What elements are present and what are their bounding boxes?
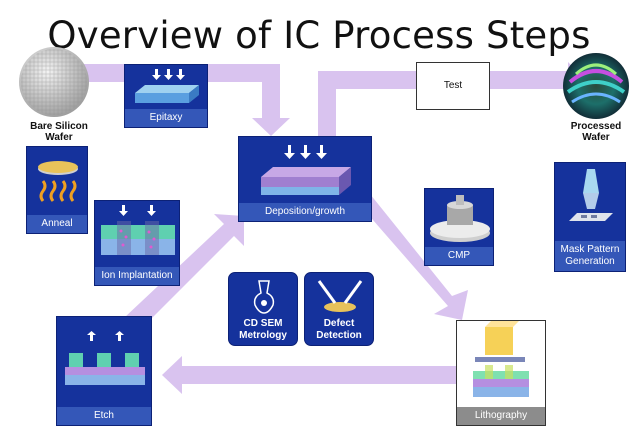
cd-sem-label: CD SEM Metrology [239,318,287,341]
defect-detection-step: Defect Detection [304,272,374,346]
anneal-icon [38,161,78,202]
page-title: Overview of IC Process Steps [47,14,591,57]
lithography-label: Lithography [457,407,545,425]
defect-detection-icon [317,280,363,312]
lithography-icon [473,321,529,397]
cmp-icon [430,195,490,242]
etch-label: Etch [57,407,151,425]
test-step: Test [416,62,490,110]
mask-pattern-label: Mask Pattern Generation [555,241,625,271]
etch-icon [65,331,145,385]
processed-wafer-label: Processed Wafer [570,121,622,143]
cd-sem-metrology-step: CD SEM Metrology [228,272,298,346]
processed-wafer-icon [563,53,629,119]
deposition-step: Deposition/growth [238,136,372,222]
bare-wafer-label: Bare Silicon Wafer [30,121,88,143]
epitaxy-label: Epitaxy [125,109,207,127]
ion-implantation-icon [101,205,175,255]
bare-wafer-icon [19,47,89,117]
cmp-label: CMP [425,247,493,265]
anneal-label: Anneal [27,215,87,233]
deposition-label: Deposition/growth [239,203,371,221]
deposition-icon [261,145,351,195]
etch-step: Etch [56,316,152,426]
epitaxy-icon [135,69,199,103]
mask-pattern-step: Mask Pattern Generation [554,162,626,272]
cmp-step: CMP [424,188,494,266]
mask-pattern-icon [569,169,613,221]
lithography-step: Lithography [456,320,546,426]
anneal-step: Anneal [26,146,88,234]
ion-implantation-label: Ion Implantation [95,267,179,285]
epitaxy-step: Epitaxy [124,64,208,128]
ion-implantation-step: Ion Implantation [94,200,180,286]
defect-detection-label: Defect Detection [316,318,362,341]
cd-sem-icon [253,280,275,314]
